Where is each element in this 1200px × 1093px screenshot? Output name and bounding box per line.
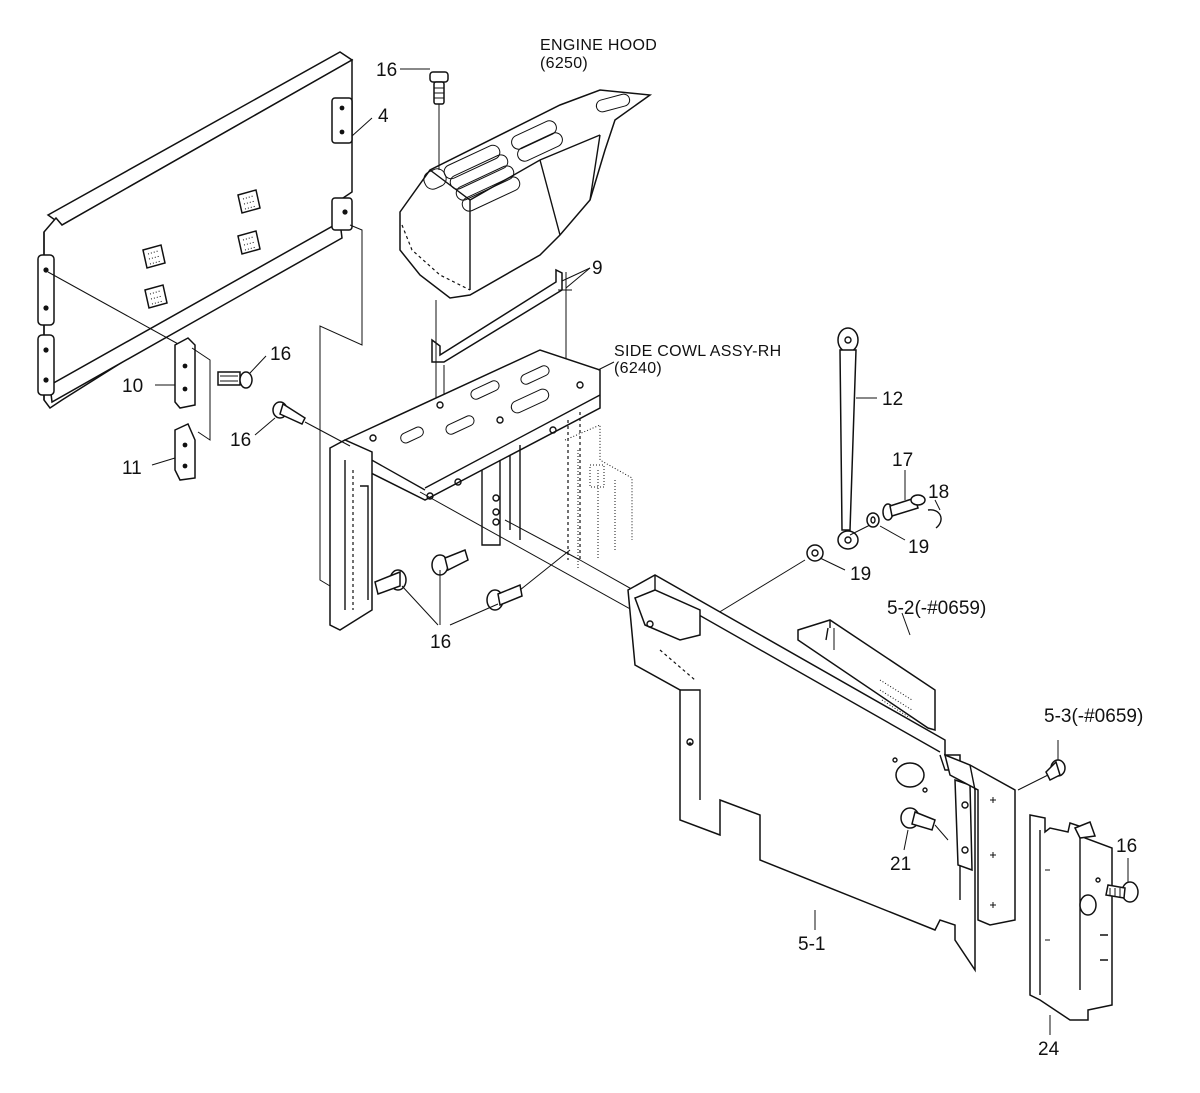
callout-16-left: 16: [270, 344, 291, 365]
callout-5-1: 5-1: [798, 934, 825, 955]
callout-19-right: 19: [908, 537, 929, 558]
callout-16-bottom: 16: [430, 632, 451, 653]
bolt-16-far-right: [1105, 881, 1139, 903]
bracket-part-11: [174, 422, 196, 481]
callout-16-far-right: 16: [1116, 836, 1137, 857]
panel-part-5-1: [627, 574, 976, 973]
bolt-16-mid: [272, 401, 351, 447]
side-cowl-label: SIDE COWL ASSY-RH: [614, 343, 782, 360]
pad-group: [142, 189, 261, 309]
callout-5-3: 5-3(-#0659): [1044, 706, 1143, 727]
bolt-16-left: [217, 371, 253, 389]
bracket-part-10: [174, 337, 211, 441]
callout-18: 18: [928, 482, 949, 503]
assembly-labels: ENGINE HOOD (6250) SIDE COWL ASSY-RH (62…: [540, 37, 782, 377]
callout-19-lower: 19: [850, 564, 871, 585]
callout-10: 10: [122, 376, 143, 397]
clip-part-18: [927, 509, 942, 529]
bolt-16-bottom-group: [374, 548, 571, 611]
callout-21: 21: [890, 854, 911, 875]
bolt-part-5-3: [1017, 759, 1066, 791]
side-cowl-frame: [329, 349, 633, 631]
callout-5-2: 5-2(-#0659): [887, 598, 986, 619]
engine-hood-code: (6250): [540, 55, 588, 72]
rod-part-12: [837, 327, 871, 550]
washer-19-lower: [806, 544, 824, 562]
callout-labels: 16 4 9 16 10 16 11 12 17 18 19 19 16 5-2…: [122, 60, 1143, 1060]
callout-16-mid: 16: [230, 430, 251, 451]
side-cowl-code: (6240): [614, 360, 662, 377]
callout-9: 9: [592, 258, 603, 279]
callout-4: 4: [378, 106, 389, 127]
callout-16-top: 16: [376, 60, 397, 81]
panel-part-5-2: [797, 619, 936, 731]
hood-vents: [423, 93, 631, 212]
engine-hood: [399, 89, 653, 299]
washer-19-right: [866, 512, 880, 528]
bracket-part-24: [1029, 814, 1113, 1021]
pin-part-17: [882, 494, 926, 521]
bolt-16-top: [429, 71, 449, 170]
plate-part-5-2-lower: [943, 753, 1016, 926]
callout-12: 12: [882, 389, 903, 410]
callout-11: 11: [122, 458, 142, 479]
engine-hood-label: ENGINE HOOD: [540, 37, 657, 54]
bolt-part-21: [900, 807, 949, 841]
callout-17: 17: [892, 450, 913, 471]
callout-24: 24: [1038, 1039, 1060, 1060]
panel-part-4: [37, 51, 354, 410]
leader-lines: [151, 68, 1129, 1035]
